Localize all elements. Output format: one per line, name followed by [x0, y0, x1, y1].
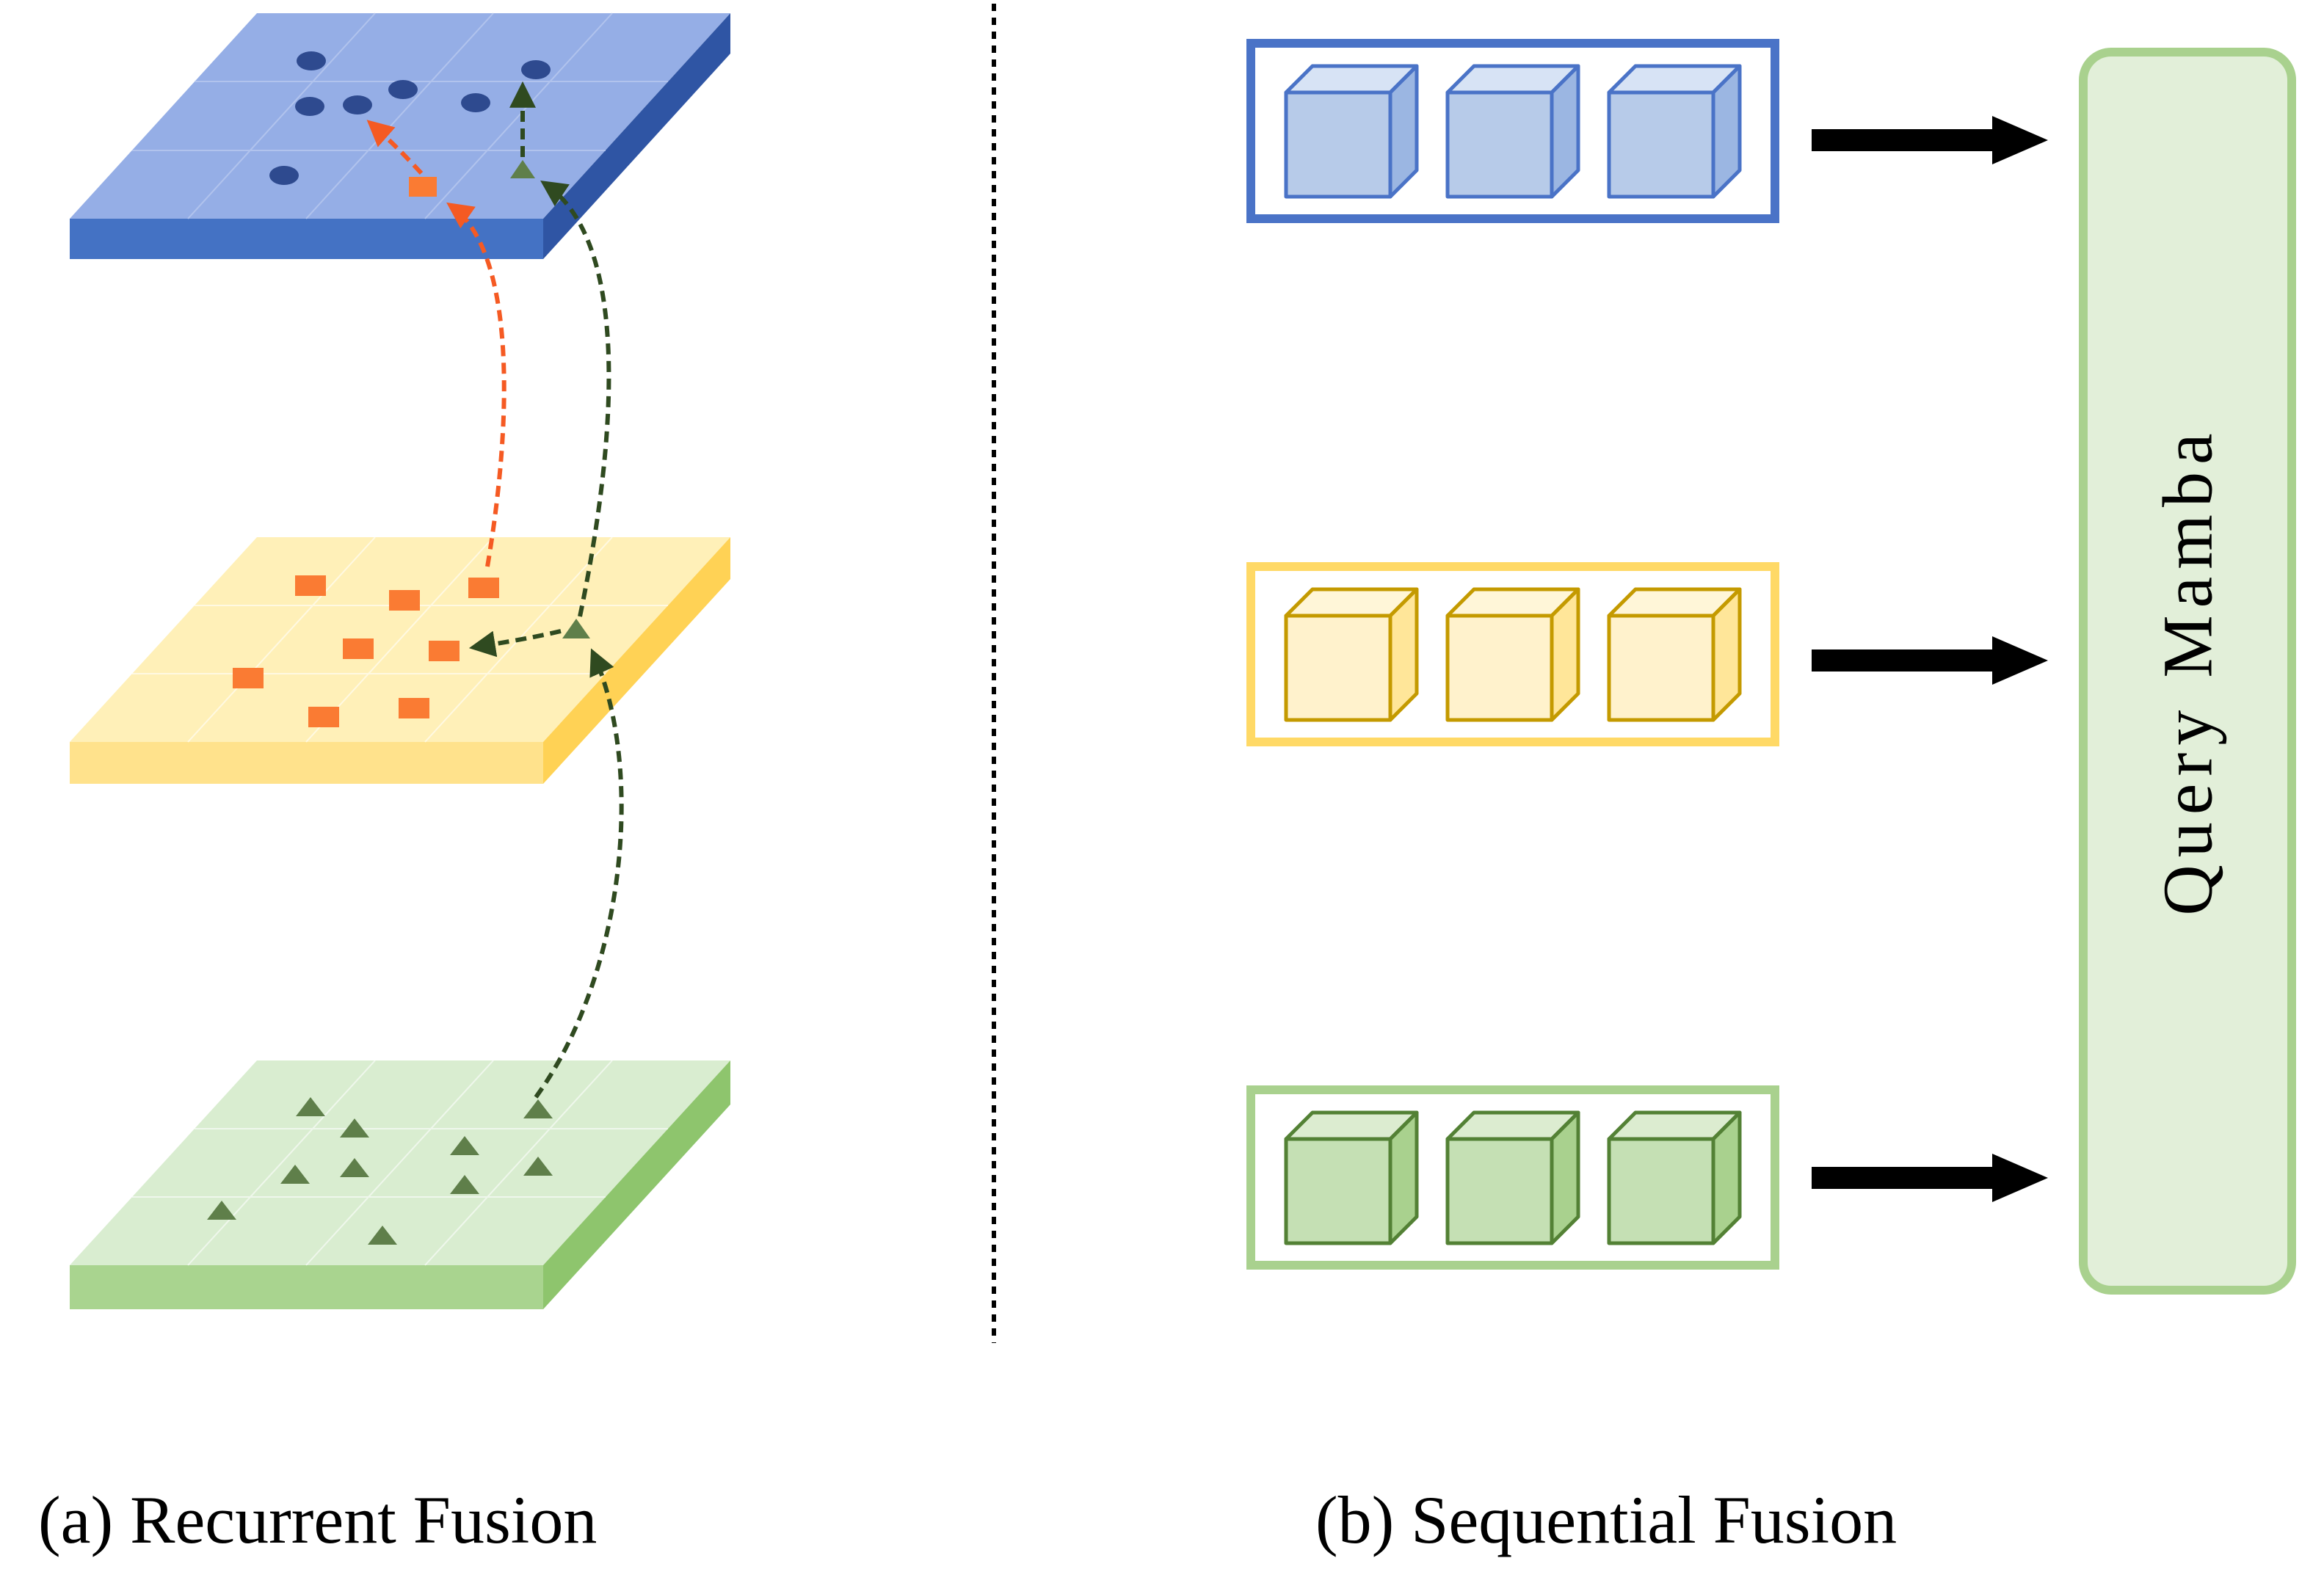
- fusion-arrows: [366, 81, 624, 1099]
- query-mamba-label: Query Mamba: [2149, 426, 2227, 915]
- orange-markers: [233, 575, 499, 727]
- green-layer-front: [70, 1265, 543, 1309]
- green-triangle: [450, 1136, 479, 1155]
- blue-dot: [295, 97, 324, 116]
- green-feature-layer: [70, 1060, 730, 1309]
- cube: [1284, 1110, 1419, 1245]
- blue-dots: [269, 51, 551, 185]
- green-triangle: [368, 1226, 397, 1245]
- cube: [1607, 1110, 1742, 1245]
- orange-marker: [429, 641, 460, 661]
- orange-marker: [233, 668, 264, 688]
- yellow-token-row: [1246, 562, 2048, 746]
- orange-marker: [389, 590, 420, 611]
- blue-feature-layer: [70, 12, 730, 259]
- orange-marker: [399, 698, 429, 718]
- cube: [1607, 587, 1742, 722]
- blue-dot: [269, 166, 299, 185]
- sequential-fusion-panel: Query Mamba: [1246, 39, 2296, 1295]
- yellow-row-arrow: [1812, 636, 2048, 685]
- recurrent-fusion-panel: [70, 12, 730, 1309]
- query-mamba-box: [2079, 48, 2296, 1295]
- cube: [1445, 587, 1580, 722]
- blue-layer-grid: [132, 12, 668, 219]
- blue-dot: [521, 60, 551, 79]
- yellow-layer-front: [70, 742, 543, 784]
- recurrent-fusion-caption: (a) Recurrent Fusion: [38, 1482, 598, 1557]
- yellow-layer-side: [543, 537, 730, 784]
- blue-token-row: [1246, 39, 2048, 223]
- yellow-feature-layer: [70, 536, 730, 784]
- orange-arrow-to-blue-dot: [366, 120, 424, 175]
- green-triangle: [523, 1157, 553, 1176]
- green-cubes: [1284, 1110, 1742, 1245]
- cube: [1284, 587, 1419, 722]
- blue-cubes: [1284, 64, 1742, 199]
- green-row-arrow: [1812, 1154, 2048, 1202]
- green-triangle: [280, 1165, 310, 1184]
- green-triangle-markers: [207, 1097, 553, 1245]
- green-triangle: [207, 1201, 236, 1220]
- cube: [1284, 64, 1419, 199]
- blue-layer-side: [543, 13, 730, 259]
- blue-row-arrow: [1812, 116, 2048, 164]
- orange-marker: [343, 638, 374, 659]
- cube: [1607, 64, 1742, 199]
- sequential-fusion-caption: (b) Sequential Fusion: [1315, 1482, 1898, 1557]
- orange-marker-on-blue: [409, 177, 437, 197]
- green-token-row: [1246, 1085, 2048, 1270]
- green-arrow-to-orange: [468, 629, 562, 658]
- orange-arrow-yellow-to-blue: [446, 202, 506, 567]
- green-triangle: [523, 1099, 553, 1118]
- orange-marker: [468, 578, 499, 598]
- blue-layer-front: [70, 219, 543, 259]
- green-arrow-yellow-to-blue: [540, 180, 611, 617]
- orange-marker: [308, 707, 339, 727]
- green-arrow-green-to-yellow: [534, 648, 624, 1099]
- green-marker-on-yellow: [562, 619, 590, 638]
- cube: [1445, 1110, 1580, 1245]
- blue-dot: [388, 80, 418, 99]
- green-layer-side: [543, 1060, 730, 1309]
- cube: [1445, 64, 1580, 199]
- green-marker-on-blue: [510, 160, 535, 178]
- green-triangle: [340, 1118, 369, 1138]
- green-layer-grid: [132, 1060, 668, 1266]
- blue-dot: [297, 51, 326, 70]
- orange-marker: [295, 575, 326, 596]
- green-triangle: [340, 1158, 369, 1177]
- yellow-cubes: [1284, 587, 1742, 722]
- query-mamba-block: Query Mamba: [2079, 48, 2296, 1295]
- blue-dot: [461, 93, 490, 112]
- blue-dot: [343, 95, 372, 114]
- green-triangle: [450, 1175, 479, 1194]
- green-triangle: [296, 1097, 325, 1116]
